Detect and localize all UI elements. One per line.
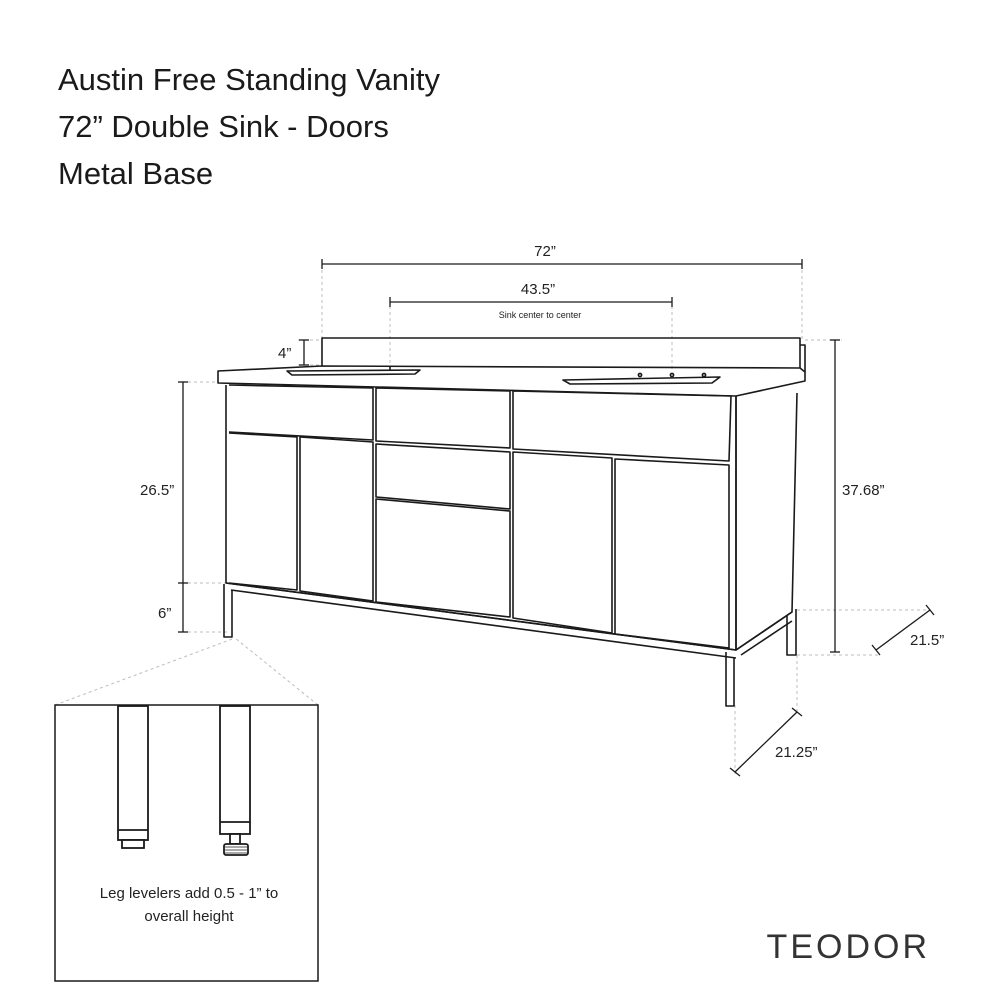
leg-detail-inset: Leg levelers add 0.5 - 1” to overall hei…	[54, 704, 319, 982]
backsplash-height-label: 4”	[278, 345, 291, 362]
detail-note-line1: Leg levelers add 0.5 - 1” to	[100, 885, 278, 902]
title-size-config: 72” Double Sink - Doors	[58, 109, 389, 144]
overall-height-label: 37.68”	[842, 482, 885, 499]
brand-logo: TEODOR	[767, 928, 930, 966]
leg-height-label: 6”	[158, 605, 171, 622]
cabinet-height-label: 26.5”	[140, 482, 174, 499]
top-depth-label: 21.5”	[910, 632, 944, 649]
title-block: Austin Free Standing Vanity 72” Double S…	[58, 56, 440, 197]
vanity-drawing	[217, 337, 806, 707]
overall-width-label: 72”	[534, 243, 556, 260]
title-base-type: Metal Base	[58, 156, 214, 191]
title-product-name: Austin Free Standing Vanity	[58, 62, 440, 97]
sink-spacing-label: 43.5”	[521, 281, 555, 298]
dimension-lines	[178, 259, 935, 777]
guide-lines	[54, 270, 930, 775]
detail-note-line2: overall height	[144, 908, 234, 925]
base-depth-label: 21.25”	[775, 744, 818, 761]
sink-spacing-note: Sink center to center	[499, 310, 582, 320]
